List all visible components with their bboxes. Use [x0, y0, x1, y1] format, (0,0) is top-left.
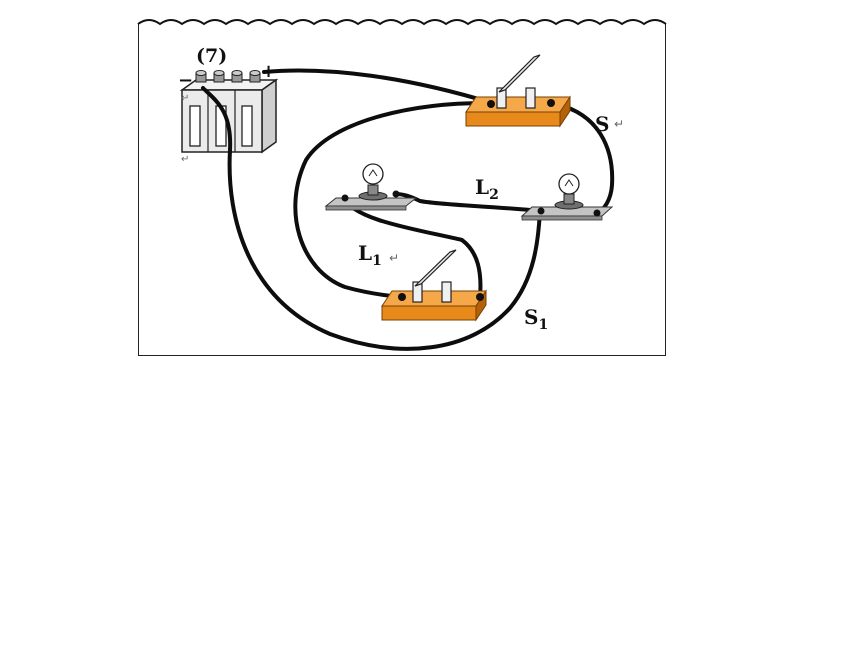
- wire-battery-to-bulb-l2: [201, 86, 542, 351]
- label-s: S: [595, 112, 609, 136]
- wavy-top-border: [137, 19, 667, 26]
- wires: [201, 68, 615, 351]
- return-mark: ↵: [181, 93, 189, 104]
- switch-s: [465, 54, 571, 128]
- bulb-l2: [520, 173, 614, 221]
- return-mark: ↵: [389, 251, 399, 265]
- wire-switch-s-to-switch-s1: [293, 100, 494, 299]
- label-l1: L1: [358, 241, 382, 269]
- wire-battery-to-switch-s: [262, 68, 494, 105]
- label-s1: S1: [524, 305, 548, 333]
- return-mark: ↵: [614, 117, 624, 131]
- label-l2: L2: [475, 175, 499, 203]
- wire-bulb-l2-to-bulb-l1: [394, 192, 543, 213]
- wire-bulb-l1-to-switch-s1: [343, 196, 483, 299]
- problem-number: (7): [196, 45, 227, 67]
- battery-minus-label: −: [178, 70, 193, 91]
- switch-s1: [381, 249, 487, 322]
- return-mark: ↵: [181, 154, 189, 165]
- bulb-l1: [324, 163, 418, 211]
- battery: [179, 70, 279, 154]
